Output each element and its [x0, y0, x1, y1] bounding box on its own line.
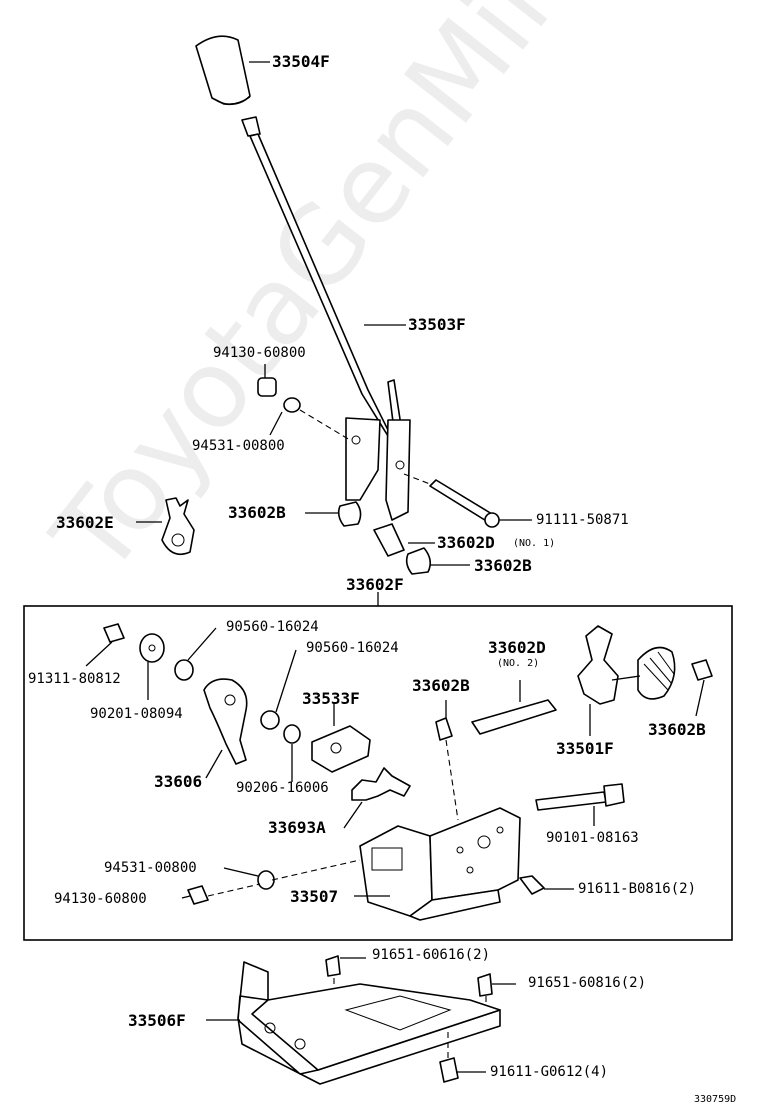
oring-washer-drawing: [260, 649, 301, 782]
base-bolts-drawing: [325, 955, 516, 1030]
label-group: 33602F: [346, 575, 404, 594]
label-bushing-d-note: (NO. 1): [513, 538, 556, 549]
small-bolt-washer-drawing: [85, 623, 217, 700]
label-sleeve: 33602D: [488, 638, 546, 657]
label-top-plate-bolt: 91651-60616(2): [372, 947, 491, 963]
shift-knob-drawing: [195, 35, 270, 106]
label-small-bolt: 91311-80812: [28, 671, 121, 687]
label-washer-206: 90206-16006: [236, 780, 329, 796]
plate-drawing: [343, 767, 411, 829]
label-bush-b: 33602B: [412, 676, 470, 695]
label-knob: 33504F: [272, 52, 330, 71]
label-seat: 33533F: [302, 689, 360, 708]
bushing-bolt-drawing: [305, 473, 532, 575]
label-bolt-top: 91111-50871: [536, 512, 629, 528]
label-plate: 33693A: [268, 818, 326, 837]
label-lever-arm: 33606: [154, 772, 203, 791]
label-bottom-bolt: 91611-G0612(4): [490, 1064, 609, 1080]
seat-drawing: [311, 702, 371, 773]
label-lever: 33503F: [408, 315, 466, 334]
label-bushing-right: 33602B: [474, 556, 532, 575]
label-bushing-d: 33602D: [437, 533, 495, 552]
nut-washer-top-drawing: [257, 364, 351, 441]
label-long-bolt: 90101-08163: [546, 830, 639, 846]
housing-drawing: [354, 807, 521, 921]
label-sleeve-note: (NO. 2): [497, 658, 540, 669]
sleeve-bush-drawing: [435, 680, 557, 821]
base-plate-drawing: [206, 961, 501, 1085]
label-housing-bolt: 91611-B0816(2): [578, 881, 697, 897]
shift-lever-drawing: [241, 116, 411, 521]
label-nut-bottom: 94130-60800: [54, 891, 147, 907]
label-bracket: 33501F: [556, 739, 614, 758]
clip-drawing: [136, 497, 195, 556]
label-washer-bottom: 94531-00800: [104, 860, 197, 876]
label-side-plate-bolt: 91651-60816(2): [528, 975, 647, 991]
label-bush-b-right: 33602B: [648, 720, 706, 739]
nut-washer-bottom-drawing: [181, 859, 574, 905]
long-bolt-drawing: [535, 783, 625, 826]
label-base-plate: 33506F: [128, 1011, 186, 1030]
label-bushing-left: 33602B: [228, 503, 286, 522]
label-clip: 33602E: [56, 513, 114, 532]
lever-arm-drawing: [203, 678, 248, 779]
label-oring-1: 90560-16024: [226, 619, 319, 635]
label-oring-2: 90560-16024: [306, 640, 399, 656]
label-washer-top: 94531-00800: [192, 438, 285, 454]
label-small-washer: 90201-08094: [90, 706, 183, 722]
bottom-bolt-drawing: [439, 1028, 486, 1083]
bracket-part-drawing: [577, 625, 713, 736]
label-housing: 33507: [290, 887, 339, 906]
diagram-id: 330759D: [694, 1094, 737, 1105]
label-nut-top: 94130-60800: [213, 345, 306, 361]
